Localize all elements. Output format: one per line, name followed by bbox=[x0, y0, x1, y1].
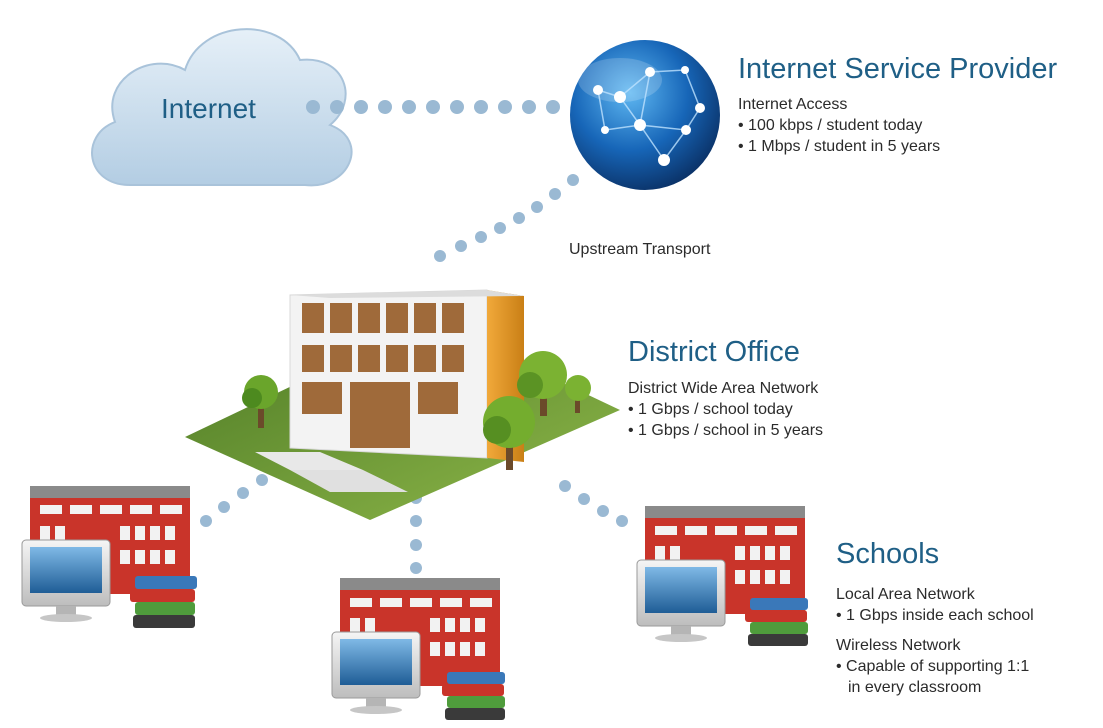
books-icon bbox=[442, 672, 505, 720]
tree-icon bbox=[565, 375, 591, 413]
internet-cloud bbox=[91, 28, 353, 187]
school-building-left bbox=[21, 486, 197, 628]
tree-icon bbox=[483, 396, 535, 470]
school-building-right bbox=[636, 506, 808, 646]
district-bullet-1: 1 Gbps / school today bbox=[628, 399, 823, 420]
isp-title: Internet Service Provider bbox=[738, 53, 1058, 85]
books-icon bbox=[130, 576, 197, 628]
lan-label: Local Area Network bbox=[836, 586, 975, 603]
district-bullet-2: 1 Gbps / school in 5 years bbox=[628, 420, 823, 441]
books-icon bbox=[745, 598, 808, 646]
district-subtitle: District Wide Area Network bbox=[628, 380, 819, 397]
isp-bullet-2: 1 Mbps / student in 5 years bbox=[738, 136, 1057, 157]
tree-icon bbox=[242, 375, 278, 428]
upstream-transport-label: Upstream Transport bbox=[569, 241, 711, 258]
schools-section: Schools Local Area Network 1 Gbps inside… bbox=[836, 537, 1034, 698]
schools-title: Schools bbox=[836, 538, 940, 570]
computer-icon bbox=[331, 631, 421, 714]
school-building-middle bbox=[331, 578, 505, 720]
wireless-bullet-1: Capable of supporting 1:1 bbox=[836, 656, 1034, 677]
connection-dots bbox=[200, 100, 628, 574]
internet-label: Internet bbox=[161, 93, 256, 124]
lan-bullet-1: 1 Gbps inside each school bbox=[836, 605, 1034, 626]
isp-section: Internet Service Provider Internet Acces… bbox=[738, 52, 1057, 157]
wireless-label: Wireless Network bbox=[836, 637, 961, 654]
computer-icon bbox=[21, 539, 111, 622]
isp-globe-icon bbox=[570, 40, 720, 190]
district-office-building bbox=[185, 289, 620, 520]
isp-subtitle: Internet Access bbox=[738, 96, 848, 113]
district-title: District Office bbox=[628, 336, 800, 368]
tree-icon bbox=[517, 351, 567, 416]
district-section: District Office District Wide Area Netwo… bbox=[628, 335, 823, 441]
computer-icon bbox=[636, 559, 726, 642]
wireless-bullet-1-cont: in every classroom bbox=[848, 679, 982, 696]
isp-bullet-1: 100 kbps / student today bbox=[738, 115, 1057, 136]
